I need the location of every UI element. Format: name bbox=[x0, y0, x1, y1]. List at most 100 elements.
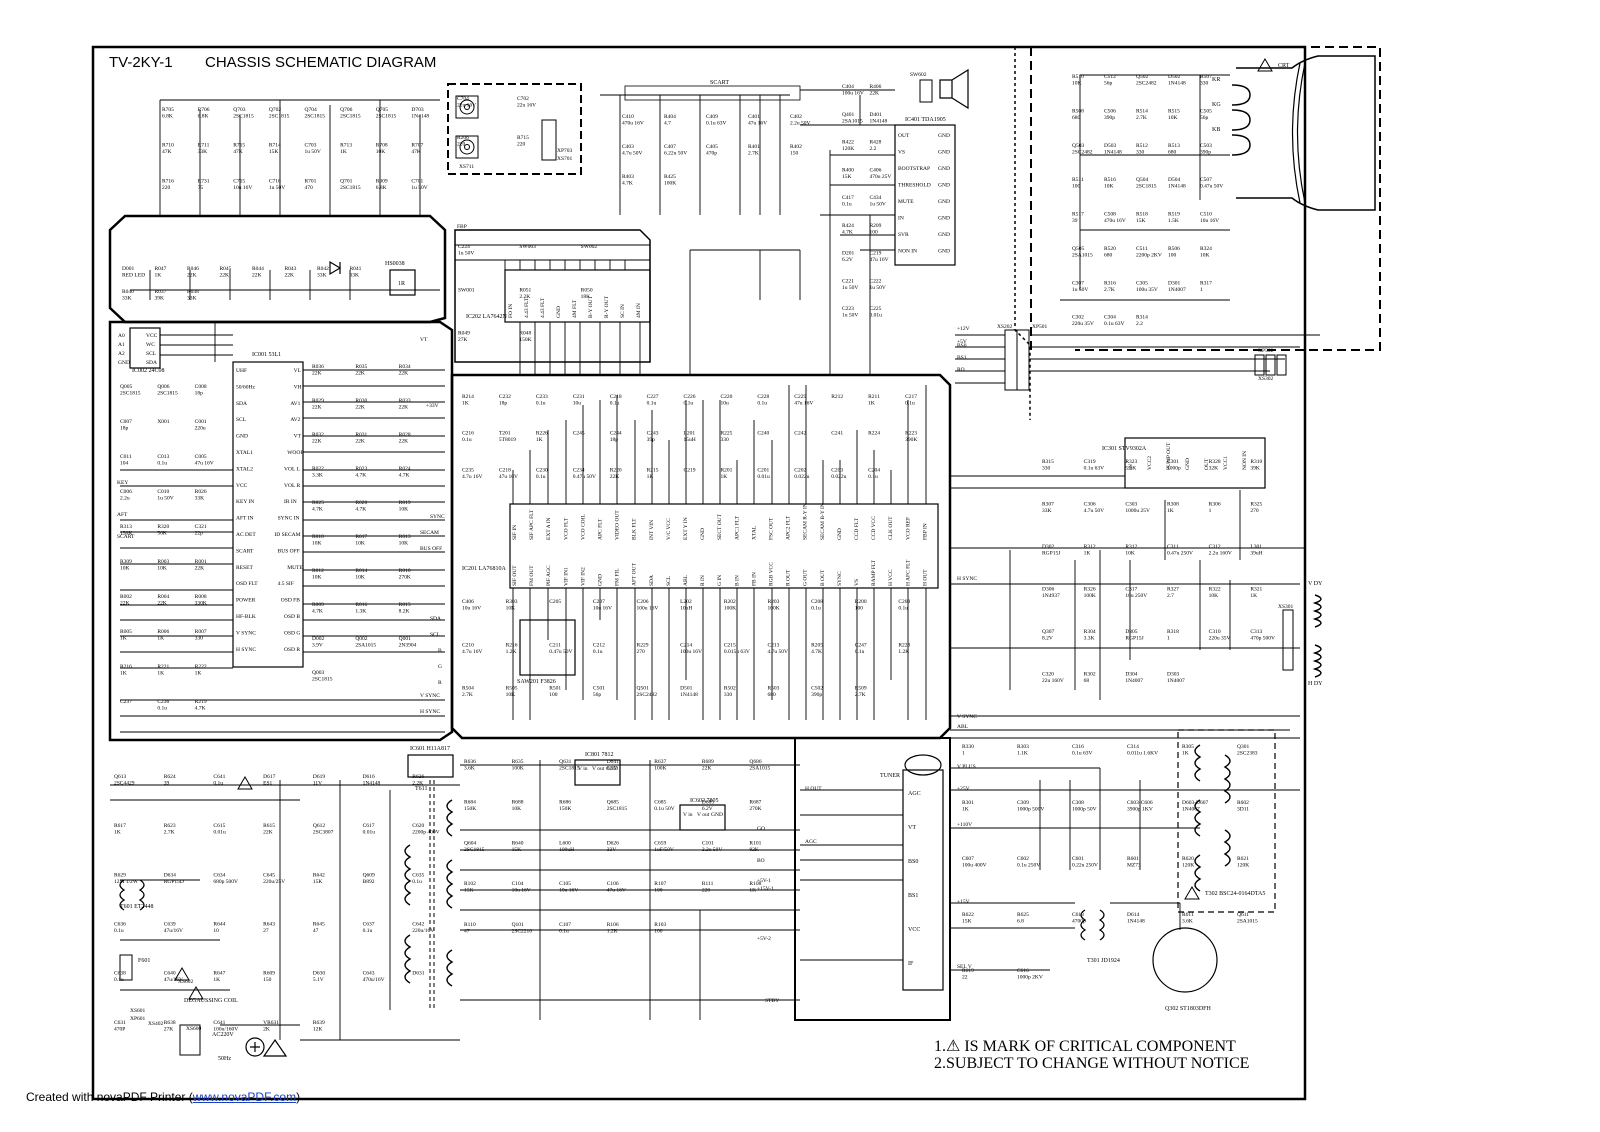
component-value: 39p bbox=[647, 437, 656, 443]
component-ref: R327 bbox=[1167, 587, 1179, 593]
component-value: 10u 16V bbox=[1200, 218, 1219, 224]
component-ref: C402 bbox=[790, 114, 802, 120]
component-ref: C636 bbox=[114, 922, 126, 928]
component-ref: R051 bbox=[519, 287, 531, 293]
component-ref: R620 bbox=[1182, 856, 1194, 862]
ic001-pin-label: XTAL2 bbox=[236, 466, 253, 472]
component-ref: C417 bbox=[842, 195, 854, 201]
component-value: 220u 35V bbox=[1072, 321, 1094, 327]
net-label: +15V-1 bbox=[757, 886, 774, 892]
tuner-body bbox=[902, 769, 944, 991]
component-ref: C317 bbox=[1125, 587, 1137, 593]
component-ref: C206 bbox=[637, 599, 649, 605]
ic201-pin-label: GND bbox=[837, 528, 843, 540]
net-label: BUS OFF bbox=[420, 546, 442, 552]
component-ref: C007 bbox=[120, 419, 132, 425]
component-value: 4.7K bbox=[195, 706, 206, 712]
component-value: 39 bbox=[164, 781, 170, 787]
component-value: 47u 16V bbox=[794, 401, 813, 407]
component-value: 0.022u bbox=[794, 474, 809, 480]
component-value: 1000p bbox=[1167, 466, 1181, 472]
component-ref: C229 bbox=[794, 394, 806, 400]
component-value: 2SC1815 bbox=[1136, 184, 1157, 190]
ic201-pin-label: SCL bbox=[666, 575, 672, 586]
component-ref: R328 bbox=[1209, 459, 1221, 465]
component-value: 10u bbox=[720, 401, 729, 407]
component-ref: Q613 bbox=[114, 774, 126, 780]
component-ref: R034 bbox=[399, 364, 411, 370]
ic001-pin-label: VT bbox=[294, 434, 302, 440]
component-ref: Q611 bbox=[1237, 912, 1249, 918]
component-ref: R320 bbox=[157, 524, 169, 530]
component-value: 4.7u 16V bbox=[462, 649, 483, 655]
component-value: 4700p bbox=[1072, 919, 1086, 925]
component-ref: C207 bbox=[593, 599, 605, 605]
net-label: +15V bbox=[957, 899, 970, 905]
component-value: 22u 160V bbox=[1042, 678, 1064, 684]
connector-label: XS602 bbox=[178, 979, 194, 985]
component-value: B892 bbox=[363, 879, 375, 885]
t611-transformer bbox=[404, 799, 454, 987]
component-value: 470p 500V bbox=[1250, 636, 1275, 642]
component-ref: R214 bbox=[462, 394, 474, 400]
component-value: 2.7K bbox=[748, 151, 759, 157]
component-ref: R007 bbox=[195, 629, 207, 635]
component-ref: R639 bbox=[313, 1020, 325, 1026]
note-change: 2.SUBJECT TO CHANGE WITHOUT NOTICE bbox=[934, 1055, 1249, 1072]
component-ref: Q686 bbox=[749, 759, 761, 765]
ic001-pin-label: POWER bbox=[236, 598, 256, 604]
component-ref: C617 bbox=[363, 823, 375, 829]
t601-filter bbox=[119, 879, 145, 911]
component-ref: L301 bbox=[1250, 544, 1262, 550]
component-ref: Q006 bbox=[157, 384, 169, 390]
ic201-pin-label: XTAL bbox=[751, 525, 757, 540]
crt-pin-kg: KG bbox=[1212, 102, 1221, 108]
net-label: FBP bbox=[457, 224, 467, 230]
component-ref: D631 bbox=[412, 971, 424, 977]
component-ref: D501 bbox=[680, 686, 692, 692]
component-value: 100K bbox=[512, 766, 524, 772]
speaker-icon bbox=[939, 68, 969, 110]
ic002-pin-label: SDA bbox=[146, 360, 157, 366]
ic401-pin-label: NON IN bbox=[898, 249, 917, 255]
ic201-pin-label: EXT A IN bbox=[546, 517, 552, 540]
component-value: 10 bbox=[213, 928, 219, 934]
component-ref: R111 bbox=[702, 881, 714, 887]
component-value: 1 bbox=[962, 751, 965, 757]
net-label: +5V-1 bbox=[757, 878, 771, 884]
component-ref: R506 bbox=[1168, 246, 1180, 252]
component-value: 220u/25V bbox=[263, 879, 285, 885]
component-value: 22K bbox=[263, 830, 273, 836]
component-value: 0.47u 50V bbox=[573, 474, 596, 480]
component-value: 27K bbox=[164, 1026, 174, 1032]
component-ref: C508 bbox=[1104, 212, 1116, 218]
component-value: 1 bbox=[1209, 508, 1212, 514]
component-ref: C233 bbox=[536, 394, 548, 400]
component-ref: C218 bbox=[610, 394, 622, 400]
component-value: 470 bbox=[305, 185, 314, 191]
component-value: 330 bbox=[195, 636, 204, 642]
ic602-label: IC602 7805 bbox=[690, 798, 719, 804]
component-ref: R212 bbox=[831, 394, 843, 400]
footer-link[interactable]: www.novaPDF.com bbox=[192, 1090, 297, 1104]
component-value: 10u bbox=[573, 401, 582, 407]
component-ref: C637 bbox=[363, 922, 375, 928]
component-value: 6.8K bbox=[376, 185, 387, 191]
component-ref: C008 bbox=[195, 384, 207, 390]
component-value: 220 bbox=[162, 185, 171, 191]
component-value: 2SC3807 bbox=[313, 830, 334, 836]
component-value: 2SC1815 bbox=[312, 677, 333, 683]
component-value: 22K bbox=[312, 439, 322, 445]
component-ref: R047 bbox=[155, 266, 167, 272]
net-label: ABL bbox=[957, 724, 969, 730]
ic201-pin-label: FB IN bbox=[751, 572, 757, 586]
ic201-pin-label: VCO REF bbox=[905, 517, 911, 540]
component-ref: X001 bbox=[157, 419, 169, 425]
component-ref: R517 bbox=[1072, 212, 1084, 218]
ic201-pin-label: SECAM R-Y IN bbox=[803, 503, 809, 540]
component-ref: SW002 bbox=[581, 244, 598, 250]
component-ref: C511 bbox=[1136, 246, 1148, 252]
component-ref: C603-C606 bbox=[1127, 800, 1153, 806]
component-value: 270 bbox=[1250, 508, 1259, 514]
component-ref: C406 bbox=[870, 167, 882, 173]
